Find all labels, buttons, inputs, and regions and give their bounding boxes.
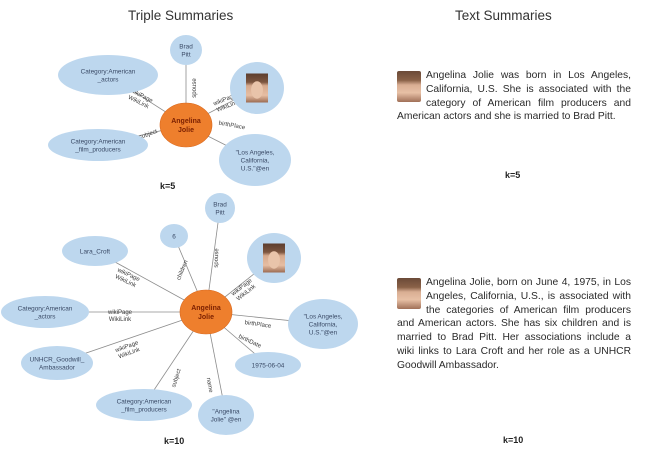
- graph-k-10-node-label: UNHCR_Goodwill_Ambassador: [30, 356, 85, 371]
- graph-k10-label: k=10: [164, 436, 185, 446]
- portrait-icon: [397, 71, 421, 102]
- graph-k-5-node: [58, 55, 158, 95]
- graph-k-10-node-label: 6: [172, 233, 176, 240]
- text-summaries-title: Text Summaries: [455, 8, 552, 23]
- portrait-icon: [246, 73, 268, 103]
- graph-k-10-node: [205, 193, 235, 223]
- graph-k-10-node-label: "Los Angeles,California,U.S."@en: [304, 313, 343, 336]
- summary-k5-label: k=5: [505, 170, 521, 180]
- graph-k-10-node: [21, 346, 93, 380]
- graph-k-5-edge-label: spouse: [192, 78, 198, 98]
- graph-k-10-edge-label: children: [176, 260, 189, 282]
- graph-k-5-node: [219, 134, 291, 186]
- portrait-icon: [397, 278, 421, 309]
- graph-k-10-node-label: Category:American_actors: [18, 305, 73, 320]
- summary-k10-label: k=10: [503, 435, 524, 445]
- graph-k-5-center-node: [159, 102, 213, 148]
- graph-k-10-node: [1, 296, 89, 328]
- summary-k10: Angelina Jolie, born on June 4, 1975, in…: [397, 276, 631, 373]
- graph-k-10-node: [198, 395, 254, 435]
- graph-k5-label: k=5: [160, 181, 176, 191]
- graph-k-5-node: [48, 129, 148, 161]
- graph-k-5-edge-label: birthPlace: [218, 121, 246, 132]
- graph-k-10-edge-label: wikiPageWikiLink: [112, 267, 141, 290]
- graph-k-10-center-node: [179, 289, 233, 335]
- graph-k-10-edge-label: spouse: [214, 248, 221, 268]
- graph-k-10-edge-label: birthPlace: [244, 320, 272, 330]
- graph-k-10-node: [96, 389, 192, 421]
- graph-k-10-node: [288, 299, 358, 349]
- graph-k-5-node-label: Category:American_actors: [81, 68, 136, 83]
- summary-k5-text: Angelina Jolie was born in Los Angeles, …: [397, 70, 631, 123]
- portrait-icon: [263, 243, 285, 273]
- graph-k-10-node: [62, 236, 128, 266]
- graph-k-5-node: [170, 35, 202, 65]
- graph-k-10-node-label: Category:American_film_producers: [117, 398, 172, 413]
- graph-k-5-node-label: "Los Angeles,California,U.S."@en: [236, 149, 275, 172]
- triple-summaries-title: Triple Summaries: [128, 8, 234, 23]
- summary-k10-text: Angelina Jolie, born on June 4, 1975, in…: [397, 277, 631, 371]
- graph-k-10-edge-label: name: [205, 377, 214, 393]
- graph-k-10-node-label: 1975-06-04: [252, 362, 285, 369]
- graph-k-10-node-label: Lara_Croft: [80, 248, 110, 255]
- graph-k-10-node: [160, 224, 188, 248]
- graph-k-10-edge-label: subject: [171, 368, 183, 388]
- summary-k5: Angelina Jolie was born in Los Angeles, …: [397, 69, 631, 124]
- graph-k-10-node: [235, 352, 301, 378]
- graph-k-5-node-label: Category:American_film_producers: [71, 138, 126, 153]
- graph-k-10-edge-label: wikiPageWikiLink: [114, 340, 143, 361]
- graph-k-10-edge-label: wikiPageWikiLink: [230, 277, 258, 303]
